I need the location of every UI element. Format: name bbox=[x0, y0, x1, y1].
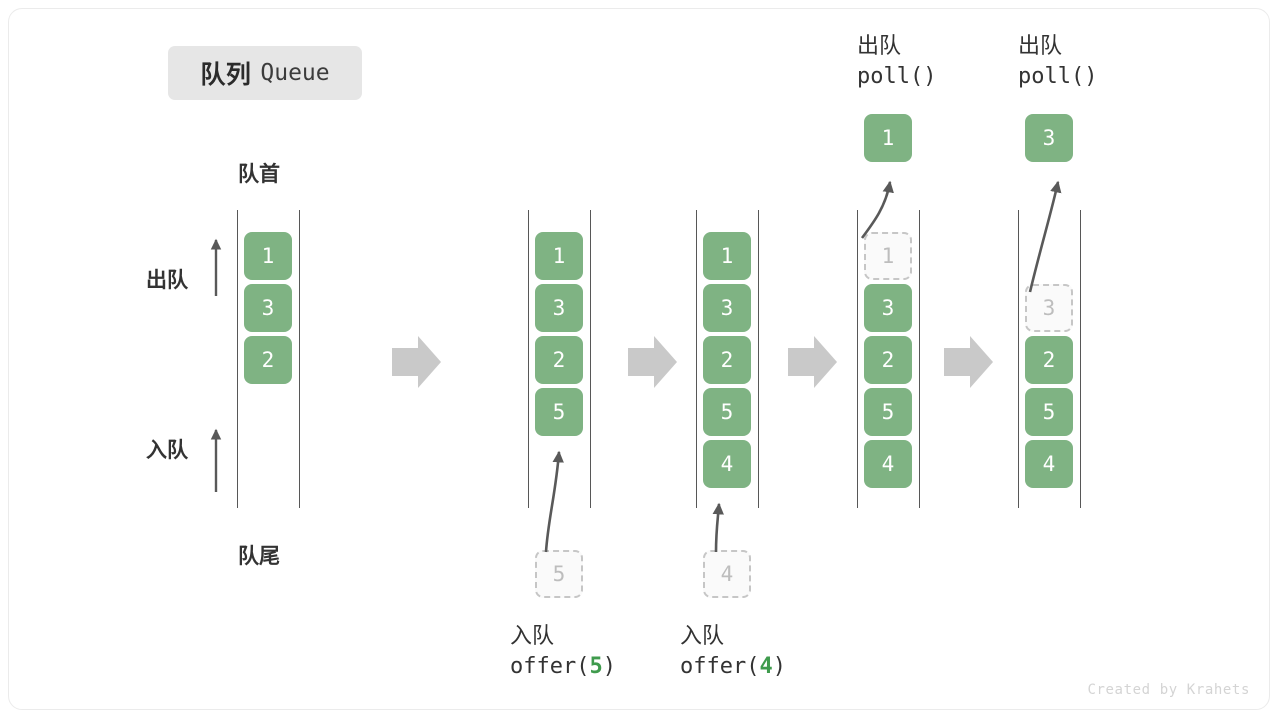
poll-2-header-cn: 出队 bbox=[1018, 33, 1063, 58]
queue-cell: 4 bbox=[1025, 440, 1073, 488]
queue-column-after-offer-4: 1 3 2 5 4 4 bbox=[696, 0, 866, 720]
queue-column-initial: 1 3 2 bbox=[237, 0, 407, 720]
title-chinese: 队列 bbox=[200, 61, 252, 89]
queue-cell: 3 bbox=[703, 284, 751, 332]
title-english: Queue bbox=[260, 60, 330, 86]
rail-left bbox=[696, 210, 697, 508]
queue-cell: 3 bbox=[864, 284, 912, 332]
queue-cell: 5 bbox=[535, 388, 583, 436]
vacated-ghost-cell: 3 bbox=[1025, 284, 1073, 332]
offer-4-arg: 4 bbox=[759, 654, 773, 680]
queue-cell: 2 bbox=[703, 336, 751, 384]
popped-element: 1 bbox=[864, 114, 912, 162]
popped-element: 3 bbox=[1025, 114, 1073, 162]
queue-cell: 4 bbox=[703, 440, 751, 488]
poll-1-header-code: poll() bbox=[857, 64, 937, 90]
offer-5-arg: 5 bbox=[589, 654, 603, 680]
rail-left bbox=[528, 210, 529, 508]
offer-5-caption-cn: 入队 bbox=[510, 623, 555, 648]
caption-offer-5: 入队 offer(5) bbox=[510, 620, 616, 682]
column-header-poll-1: 出队 poll() bbox=[857, 30, 936, 92]
rail-right bbox=[1080, 210, 1081, 508]
vacated-ghost-cell: 1 bbox=[864, 232, 912, 280]
rail-right bbox=[758, 210, 759, 508]
incoming-ghost-cell: 4 bbox=[703, 550, 751, 598]
queue-column-after-poll-3: 3 3 2 5 4 bbox=[1018, 0, 1188, 720]
queue-cell: 3 bbox=[535, 284, 583, 332]
queue-column-after-offer-5: 1 3 2 5 5 bbox=[528, 0, 698, 720]
queue-cell: 4 bbox=[864, 440, 912, 488]
queue-cell: 2 bbox=[244, 336, 292, 384]
rail-left bbox=[1018, 210, 1019, 508]
queue-head-label: 队首 bbox=[238, 163, 280, 186]
queue-cell: 2 bbox=[864, 336, 912, 384]
queue-cell: 3 bbox=[244, 284, 292, 332]
queue-column-after-poll-1: 1 1 3 2 5 4 bbox=[857, 0, 1027, 720]
queue-cell: 5 bbox=[703, 388, 751, 436]
offer-5-caption-code: offer(5) bbox=[510, 654, 616, 680]
queue-cell: 1 bbox=[535, 232, 583, 280]
column-header-poll-2: 出队 poll() bbox=[1018, 30, 1097, 92]
rail-right bbox=[919, 210, 920, 508]
incoming-ghost-cell: 5 bbox=[535, 550, 583, 598]
enqueue-direction-label: 入队 bbox=[146, 439, 188, 462]
diagram-title-badge: 队列 Queue bbox=[168, 46, 362, 100]
rail-left bbox=[857, 210, 858, 508]
queue-cell: 2 bbox=[1025, 336, 1073, 384]
queue-cell: 1 bbox=[244, 232, 292, 280]
dequeue-direction-label: 出队 bbox=[146, 269, 188, 292]
watermark-credit: Created by Krahets bbox=[1087, 682, 1250, 698]
rail-right bbox=[590, 210, 591, 508]
rail-left bbox=[237, 210, 238, 508]
rail-right bbox=[299, 210, 300, 508]
queue-cell: 5 bbox=[1025, 388, 1073, 436]
queue-cell: 1 bbox=[703, 232, 751, 280]
queue-cell: 2 bbox=[535, 336, 583, 384]
poll-1-header-cn: 出队 bbox=[857, 33, 902, 58]
caption-offer-4: 入队 offer(4) bbox=[680, 620, 786, 682]
offer-4-caption-code: offer(4) bbox=[680, 654, 786, 680]
offer-4-caption-cn: 入队 bbox=[680, 623, 725, 648]
queue-cell: 5 bbox=[864, 388, 912, 436]
queue-tail-label: 队尾 bbox=[238, 545, 280, 568]
poll-2-header-code: poll() bbox=[1018, 64, 1098, 90]
